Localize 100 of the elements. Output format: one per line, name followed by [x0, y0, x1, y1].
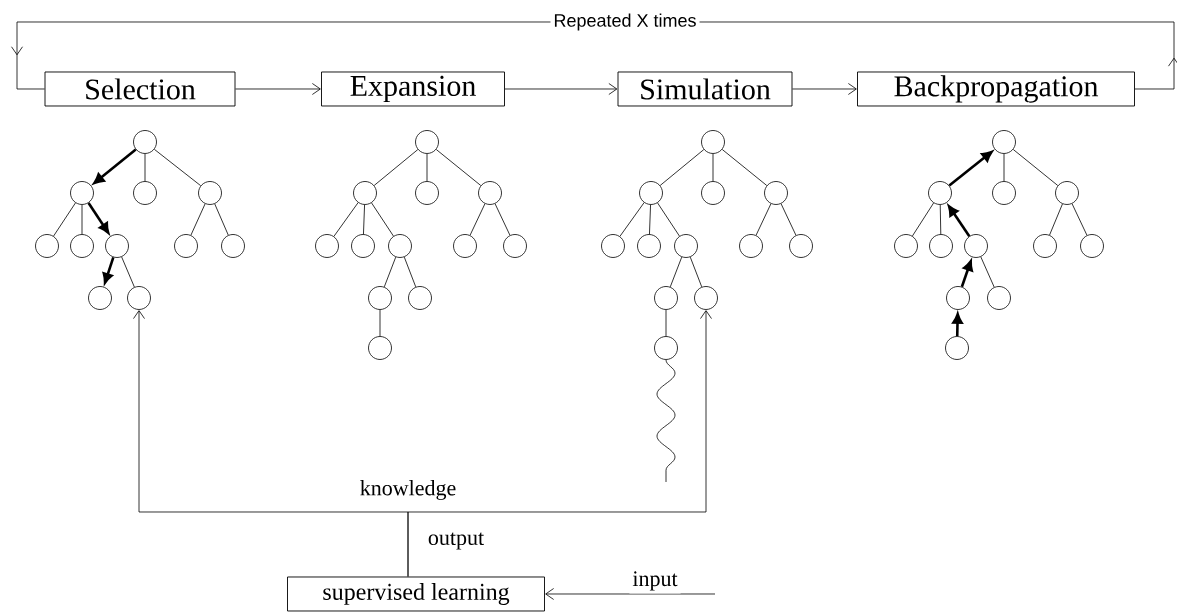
tree-node-circle: [315, 234, 339, 258]
step-box: Simulation: [617, 71, 793, 107]
connector-line: [435, 149, 482, 186]
connector-line: [689, 256, 703, 288]
step-box: Backpropagation: [857, 71, 1135, 107]
connector-line: [669, 256, 683, 288]
tree-node-circle: [368, 286, 392, 310]
connector-line: [373, 149, 419, 186]
tree-node-circle: [70, 181, 94, 205]
tree-node-circle: [928, 181, 952, 205]
tree-node-circle: [503, 234, 527, 258]
tree-node-circle: [1033, 234, 1057, 258]
arrow: [102, 256, 115, 284]
connector-line: [383, 256, 397, 288]
connector-line: [721, 149, 768, 186]
tree-node-circle: [701, 181, 725, 205]
edge-label: input: [629, 568, 681, 594]
connector-line: [780, 203, 797, 236]
tree-node-circle: [1080, 234, 1104, 258]
tree-node-circle: [764, 181, 788, 205]
tree-node-circle: [35, 234, 59, 258]
tree-node-circle: [221, 234, 245, 258]
tree-node-circle: [478, 181, 502, 205]
tree-node-circle: [174, 234, 198, 258]
connector-line: [469, 203, 486, 236]
connector-line: [665, 309, 667, 337]
connector-line: [1049, 203, 1063, 236]
connector-line: [1012, 149, 1059, 186]
tree-node-circle: [408, 286, 432, 310]
connector-line: [154, 148, 202, 187]
connector-line: [81, 204, 83, 235]
tree-node-circle: [198, 181, 222, 205]
connector-line: [939, 204, 942, 235]
note-text: knowledge: [360, 480, 456, 500]
arrow: [504, 83, 618, 95]
arrow: [407, 310, 712, 577]
tree-node-circle: [789, 234, 813, 258]
arrow: [87, 202, 110, 234]
tree-node-circle: [894, 234, 918, 258]
connector-line: [426, 153, 428, 182]
connector-line: [912, 202, 934, 237]
tree-node-circle: [701, 130, 725, 154]
tree-node-circle: [105, 234, 129, 258]
tree-node-circle: [992, 181, 1016, 205]
tree-node-circle: [127, 286, 151, 310]
tree-node-circle: [639, 181, 663, 205]
tree-node-circle: [929, 234, 953, 258]
tree-node-circle: [70, 234, 94, 258]
tree-node-circle: [987, 286, 1011, 310]
connector-line: [403, 256, 417, 288]
arrow: [235, 83, 321, 95]
connector-line: [755, 203, 772, 236]
tree-node-circle: [674, 234, 698, 258]
arrow: [960, 260, 973, 288]
connector-line: [649, 204, 651, 235]
tree-node-circle: [694, 286, 718, 310]
tree-node-circle: [637, 234, 661, 258]
arrow: [952, 313, 963, 337]
tree-node-circle: [388, 234, 412, 258]
connector-line: [53, 202, 76, 237]
arrow: [947, 205, 971, 237]
arrow: [93, 148, 137, 185]
connector-line: [363, 204, 365, 235]
connector-line: [190, 203, 206, 236]
connector-line: [659, 149, 705, 186]
step-box: Selection: [44, 71, 236, 107]
tree-node-circle: [1055, 181, 1079, 205]
arrow: [792, 83, 857, 95]
connector-line: [333, 202, 359, 237]
connector-line: [1071, 203, 1088, 236]
step-box: Expansion: [321, 71, 505, 107]
tree-node-circle: [353, 181, 377, 205]
tree-node-circle: [992, 130, 1016, 154]
tree-node-circle: [368, 336, 392, 360]
connector-line: [371, 202, 394, 237]
note-text: output: [428, 532, 484, 550]
tree-node-circle: [964, 234, 988, 258]
tree-node-circle: [133, 130, 157, 154]
tree-node-circle: [415, 130, 439, 154]
tree-node-circle: [88, 286, 112, 310]
arrow: [545, 588, 716, 600]
tree-node-circle: [945, 336, 969, 360]
connector-line: [379, 309, 381, 337]
connector-line: [214, 203, 229, 236]
tree-node-circle: [415, 181, 439, 205]
tree-node-circle: [453, 234, 477, 258]
tree-node-circle: [654, 286, 678, 310]
connector-line: [1003, 153, 1005, 182]
process-box: supervised learning: [287, 576, 545, 612]
tree-node-circle: [946, 286, 970, 310]
tree-node-circle: [601, 234, 625, 258]
tree-node-circle: [351, 234, 375, 258]
edge-label: Repeated X times: [550, 10, 700, 34]
tree-node-circle: [133, 181, 157, 205]
connector-line: [712, 153, 714, 182]
connector-line: [121, 256, 135, 288]
connector-line: [494, 203, 511, 236]
arrow: [948, 150, 993, 187]
connector-line: [619, 202, 645, 237]
tree-node-circle: [654, 336, 678, 360]
